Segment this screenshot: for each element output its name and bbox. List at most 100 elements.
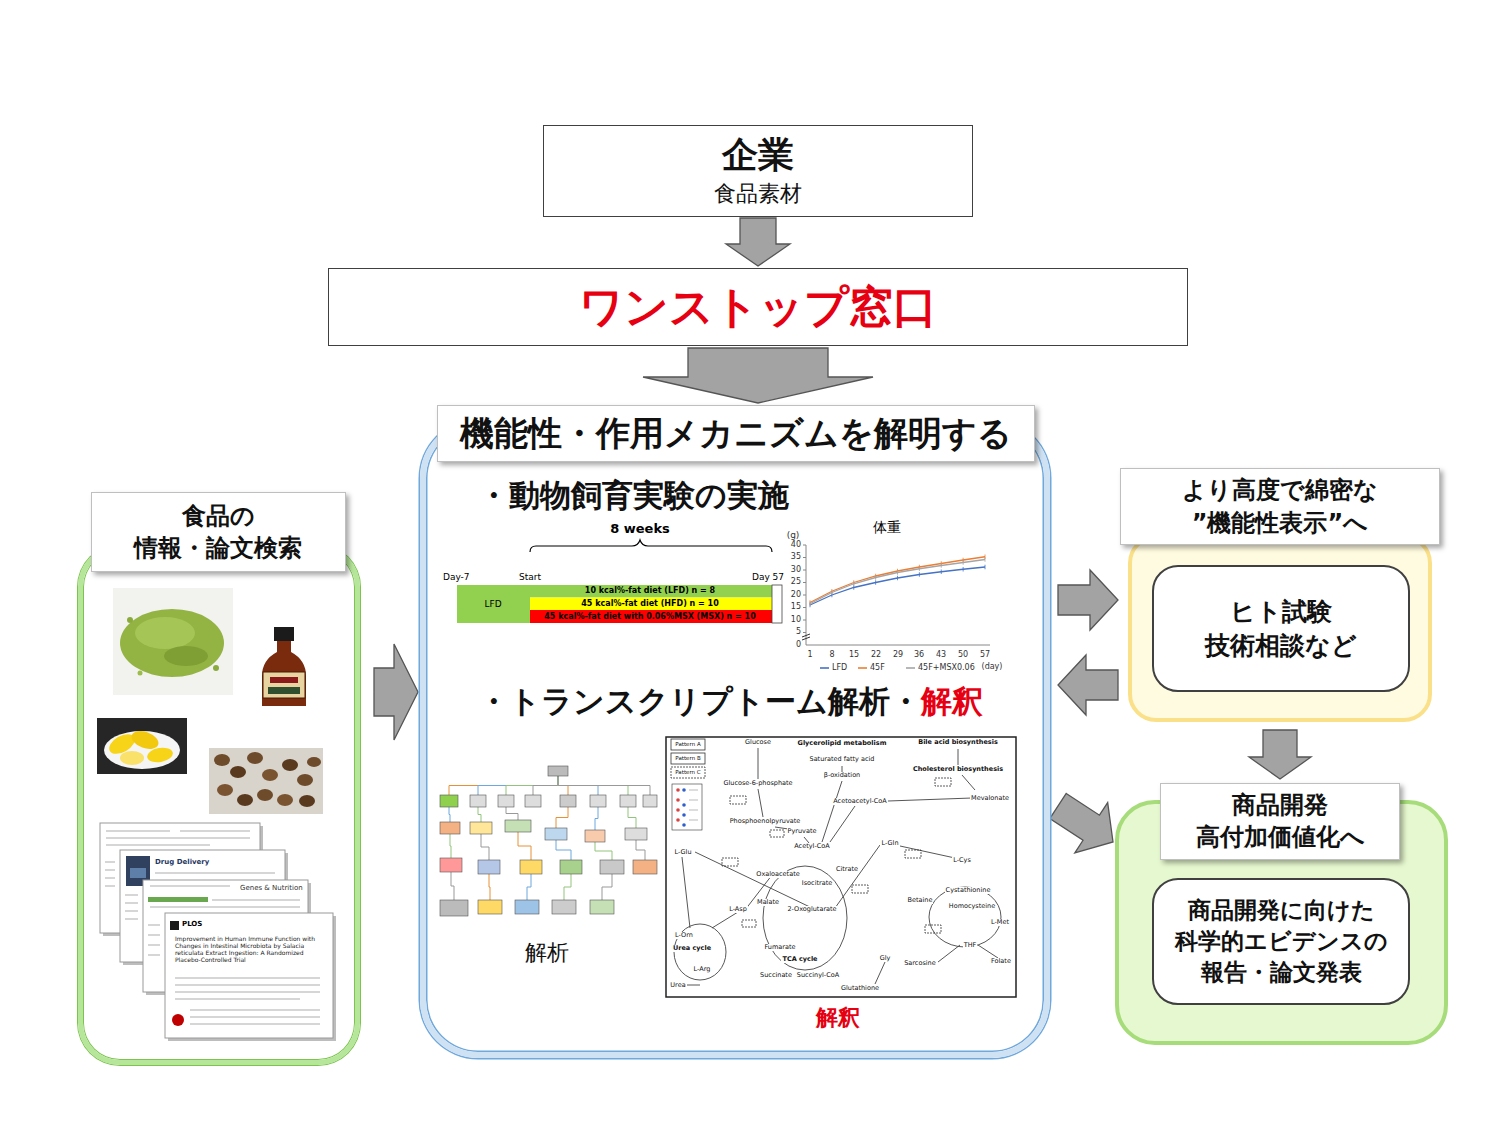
paper-thumbnails	[106, 844, 210, 846]
pathway-map	[758, 789, 763, 817]
pathway-map	[682, 813, 686, 817]
lemon-photo	[129, 728, 161, 753]
weight-graph-axes	[803, 545, 806, 546]
paper-thumbnails	[175, 978, 320, 1024]
paper-thumbnails	[148, 944, 160, 946]
flowchart-box	[440, 900, 468, 916]
search-panel: 食品の 情報・論文検索	[78, 492, 360, 1065]
pathway-label: Mevalonate	[970, 795, 1010, 802]
pathway-map	[730, 796, 746, 804]
error-bar	[985, 557, 986, 562]
paper-thumbnails	[106, 830, 170, 832]
node-text: ヒト試験 技術相談など	[1204, 595, 1358, 663]
lemon-photo	[97, 718, 187, 774]
tea-powder-photo	[138, 671, 143, 676]
flowchart-line	[556, 840, 571, 860]
pathway-label: Betaine	[907, 897, 934, 904]
axis-tick: 1	[807, 650, 812, 659]
error-bar	[919, 572, 920, 577]
pathway-map	[676, 818, 680, 822]
beans-photo	[262, 769, 278, 781]
pathway-label: Homocysteine	[948, 903, 996, 910]
pathway-map	[676, 788, 680, 822]
error-bar	[897, 570, 898, 575]
chart-label: LFD	[484, 599, 501, 609]
pathway-label: Succinyl-CoA	[796, 972, 840, 979]
pathway-label: 2-Oxoglutarate	[786, 906, 837, 913]
axis-tick: 8	[829, 650, 834, 659]
pathway-map	[770, 830, 784, 837]
evidence-box: 商品開発に向けた 科学的エビデンスの 報告・論文発表	[1152, 878, 1410, 1005]
flowchart-line	[533, 776, 558, 795]
chart-label: Start	[519, 572, 541, 582]
weight-graph-axes	[803, 582, 806, 583]
axis-tick: 57	[980, 650, 990, 659]
pathway-map	[978, 945, 998, 958]
pathway-label: Fumarate	[763, 944, 796, 951]
block-arrow	[1050, 793, 1113, 852]
node-text: 商品開発に向けた 科学的エビデンスの 報告・論文発表	[1174, 895, 1389, 988]
axis-tick: 10	[791, 615, 801, 624]
flowchart-line	[564, 874, 571, 900]
paper-thumbnails	[125, 894, 138, 896]
weight-graph-axes	[803, 620, 806, 621]
block-arrow	[643, 348, 873, 403]
flowchart-line	[451, 872, 454, 900]
beans-photo	[307, 757, 321, 767]
error-bar	[897, 576, 898, 581]
axis-tick: 5	[796, 627, 801, 636]
pathway-map	[804, 837, 809, 843]
flowchart-line	[602, 874, 612, 900]
flowchart-line	[628, 807, 636, 828]
pathway-label: Acetyl-CoA	[793, 843, 830, 850]
weight-graph	[810, 555, 985, 669]
pathway-label: L-Arg	[693, 966, 712, 973]
diet-bar-chart	[530, 610, 772, 623]
weight-graph-axes	[803, 632, 806, 633]
paper-thumbnails	[175, 991, 320, 993]
contact-window-box: ワンストップ窓口	[328, 268, 1188, 346]
paper-text: Drug Delivery	[155, 858, 209, 866]
axis-tick: 25	[791, 577, 801, 586]
paper-thumbnails	[150, 906, 300, 908]
paper-thumbnails	[190, 1023, 320, 1025]
paper-thumbnails	[170, 921, 179, 930]
pathway-map	[900, 846, 955, 858]
flowchart-box	[478, 860, 500, 874]
chart-label: 体重	[873, 519, 901, 535]
axis-tick: 22	[871, 650, 881, 659]
box-outline	[1152, 565, 1410, 692]
node-text: 解釈	[816, 1005, 860, 1031]
diet-bar-chart	[457, 585, 530, 623]
paper-thumbnails	[212, 899, 300, 901]
legend-line	[906, 667, 915, 669]
chart-label: (g)	[787, 530, 800, 540]
weight-line	[810, 560, 985, 604]
pathway-label: Phosphoenolpyruvate	[729, 818, 802, 825]
paper-thumbnails	[190, 1009, 320, 1011]
diet-bar-chart	[530, 540, 772, 552]
tea-powder-photo	[120, 609, 224, 677]
beans-photo	[247, 752, 263, 764]
pathway-label: L-Gln	[880, 840, 899, 847]
pathway-label: Oxaloacetate	[755, 871, 800, 878]
pathway-map	[689, 800, 698, 801]
diet-bar-chart	[530, 585, 772, 598]
pathway-label: Cystathionine	[945, 887, 992, 894]
block-arrow	[1058, 655, 1118, 715]
flowchart-line	[506, 776, 558, 795]
paper-thumbnails	[165, 913, 333, 1038]
flowchart-box	[620, 795, 636, 807]
pathway-label: Urea cycle	[672, 945, 712, 952]
flowchart-box	[545, 828, 567, 840]
flowchart-box	[440, 795, 458, 807]
flowchart-box	[643, 795, 657, 807]
flowchart-line	[506, 807, 518, 820]
analysis-flowchart	[440, 766, 657, 916]
pathway-map	[674, 748, 1001, 985]
flowchart-line	[636, 840, 645, 860]
syrup-bottle-photo	[268, 687, 300, 694]
pathway-label: Pattern C	[674, 769, 701, 775]
beans-photo	[209, 748, 323, 814]
paper-thumbnails	[125, 902, 138, 904]
